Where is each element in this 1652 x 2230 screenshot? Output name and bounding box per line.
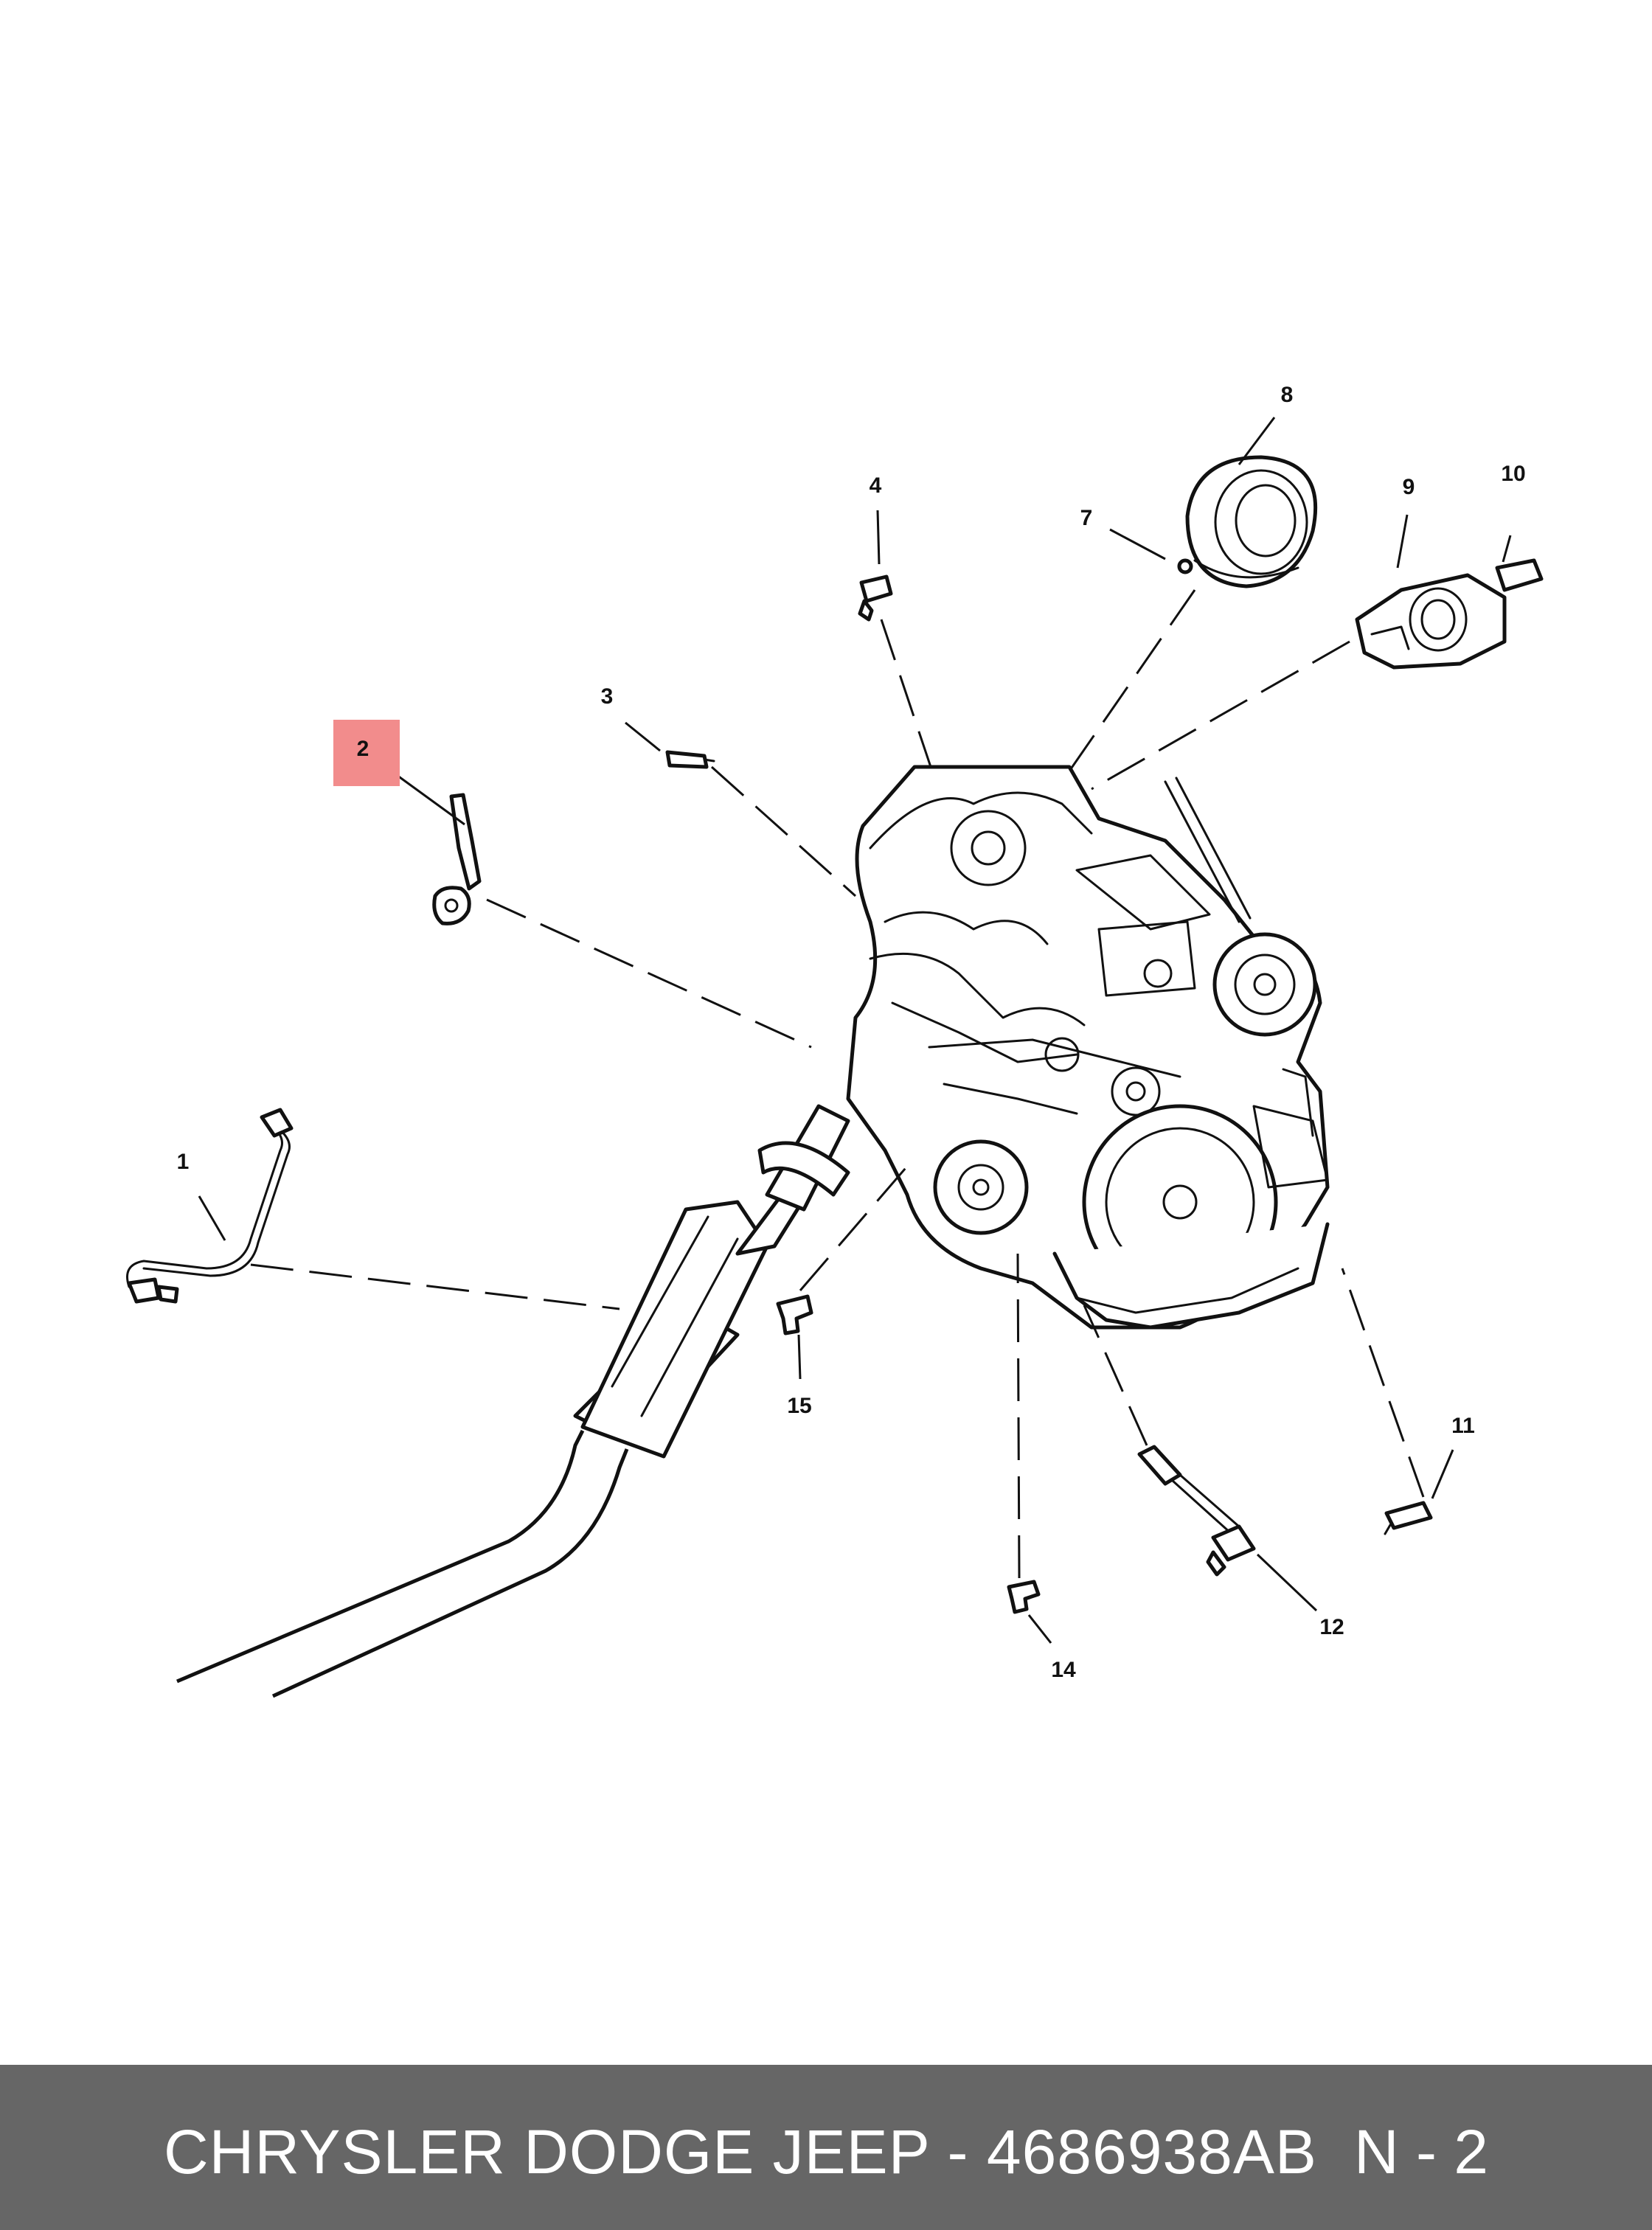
page-reference: N - 2 bbox=[1354, 2117, 1489, 2186]
part-1-oxygen-sensor bbox=[126, 1108, 294, 1304]
catalytic-converter bbox=[573, 1104, 850, 1459]
part-11-sensor bbox=[1384, 1501, 1433, 1535]
part-4-sensor bbox=[858, 574, 893, 622]
callout-4: 4 bbox=[870, 473, 882, 498]
part-14-sensor bbox=[1007, 1580, 1041, 1614]
part-10-sensor bbox=[1495, 558, 1544, 592]
callout-labels: 1 2 3 4 7 8 9 10 11 12 14 15 bbox=[177, 383, 1526, 1682]
callout-10: 10 bbox=[1501, 462, 1525, 486]
callout-8: 8 bbox=[1281, 383, 1294, 407]
part-12-sensor bbox=[1137, 1445, 1256, 1577]
footer-bar: CHRYSLER DODGE JEEP - 4686938AB N - 2 bbox=[0, 2065, 1652, 2230]
callout-7: 7 bbox=[1080, 506, 1093, 530]
part-3-sensor bbox=[665, 750, 715, 769]
part-title: CHRYSLER DODGE JEEP - 4686938AB bbox=[164, 2117, 1317, 2186]
part-8-housing bbox=[1185, 455, 1318, 588]
exhaust-pipe bbox=[176, 1429, 629, 1698]
part-15-sensor bbox=[776, 1294, 813, 1335]
callout-3: 3 bbox=[601, 684, 614, 709]
part-9-throttle-body bbox=[1355, 573, 1507, 670]
part-7-seal bbox=[1177, 558, 1193, 574]
callout-12: 12 bbox=[1319, 1615, 1344, 1639]
part-2-sensor bbox=[432, 793, 482, 925]
engine-assembly bbox=[846, 765, 1330, 1330]
callout-1: 1 bbox=[177, 1150, 190, 1174]
callout-2: 2 bbox=[357, 737, 369, 761]
callout-14: 14 bbox=[1051, 1658, 1076, 1682]
callout-9: 9 bbox=[1403, 475, 1415, 499]
parts-diagram: 1 2 3 4 7 8 9 10 11 12 14 15 bbox=[126, 383, 1544, 1698]
callout-highlight bbox=[333, 720, 400, 786]
callout-11: 11 bbox=[1451, 1414, 1475, 1438]
callout-15: 15 bbox=[787, 1394, 811, 1418]
leader-lines bbox=[198, 417, 1512, 1644]
reference-lines bbox=[250, 589, 1425, 1579]
